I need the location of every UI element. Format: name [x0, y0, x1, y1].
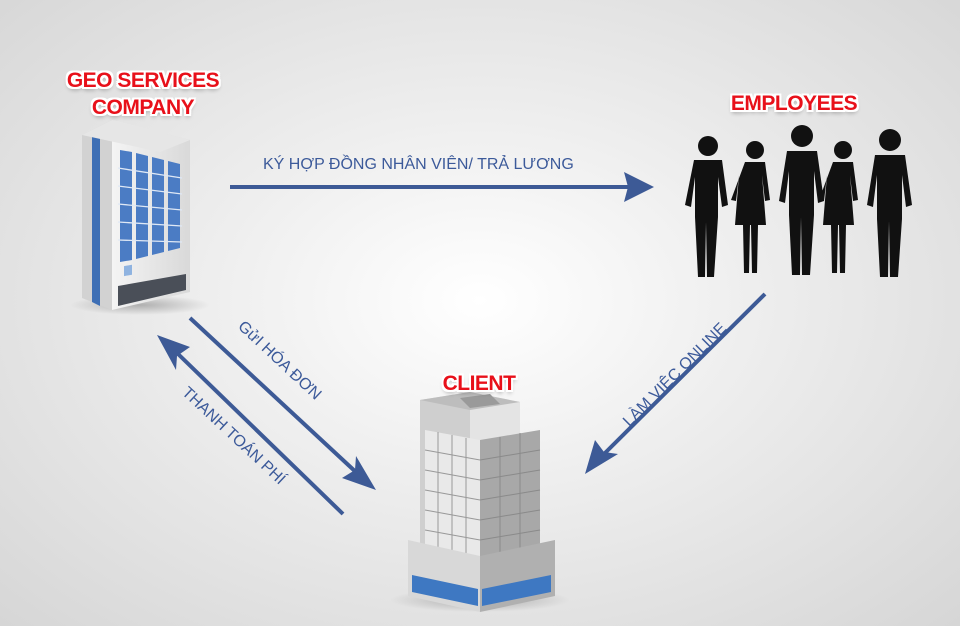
arrow-work: [585, 292, 767, 474]
arrow-contract: [230, 172, 654, 202]
people-silhouettes-icon: [685, 125, 912, 277]
company-label-line2: COMPANY: [91, 96, 195, 119]
office-building-icon: [70, 120, 210, 315]
arrow-payment: [157, 335, 345, 516]
arrow-invoice: [188, 316, 376, 490]
skyscraper-icon: [390, 392, 570, 612]
client-label: CLIENT: [442, 372, 516, 395]
company-label: GEO SERVICES COMPANY: [58, 67, 228, 121]
company-label-line1: GEO SERVICES: [66, 69, 220, 92]
edge-label-contract: KÝ HỢP ĐỒNG NHÂN VIÊN/ TRẢ LƯƠNG: [263, 156, 574, 173]
employees-label: EMPLOYEES: [730, 92, 858, 115]
